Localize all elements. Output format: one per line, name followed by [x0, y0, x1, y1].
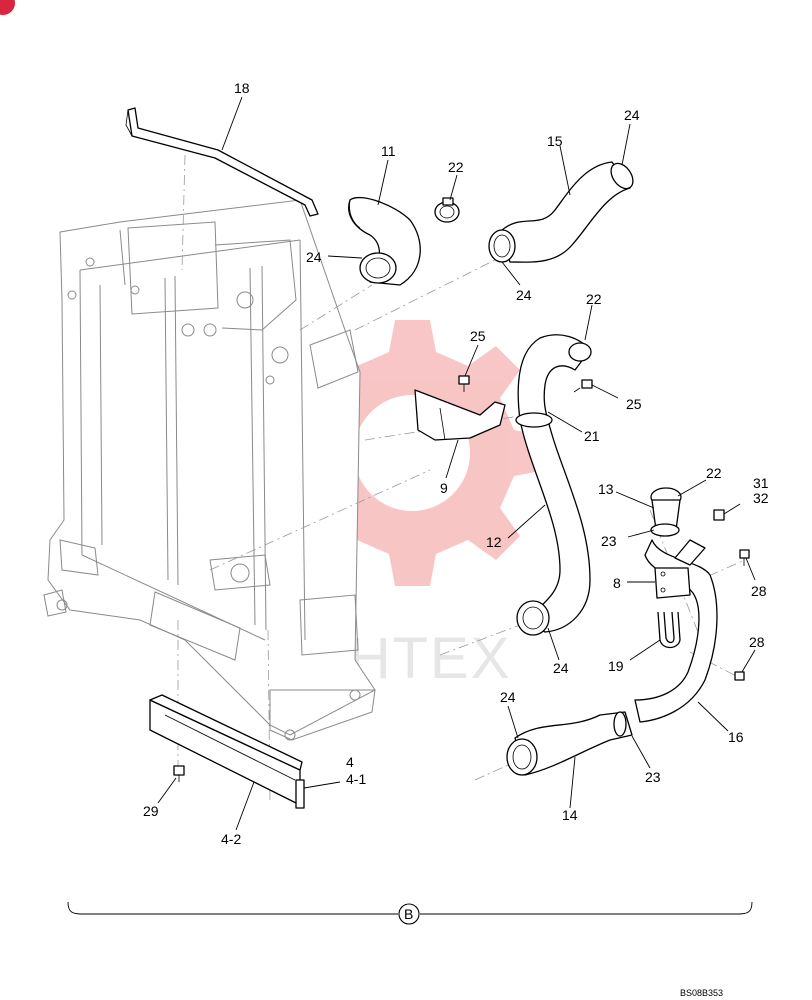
callout-28: 28 — [751, 583, 767, 599]
part-13-filler-neck — [650, 487, 682, 537]
part-14-lower-hose — [506, 711, 633, 776]
callout-16: 16 — [728, 729, 744, 745]
part-4-lower-plate — [149, 694, 305, 809]
section-marker-label: B — [404, 906, 413, 922]
callout-29: 29 — [143, 803, 159, 819]
part-25-bolt-b — [573, 379, 593, 393]
callout-23: 23 — [601, 533, 617, 549]
callout-22: 22 — [706, 465, 722, 481]
callout-4: 4 — [346, 754, 354, 770]
callout-31: 31 — [753, 475, 769, 491]
callout-32: 32 — [753, 490, 769, 506]
callout-18: 18 — [234, 80, 250, 96]
drawing-code: BS08B353 — [680, 988, 723, 998]
callout-14: 14 — [562, 807, 578, 823]
callout-24: 24 — [306, 249, 322, 265]
callout-24: 24 — [516, 287, 532, 303]
corner-badge — [0, 0, 15, 15]
callout-12: 12 — [486, 534, 502, 550]
callout-24: 24 — [500, 689, 516, 705]
callouts: 18 11 22 15 24 24 24 22 25 25 21 9 12 13… — [143, 80, 769, 847]
radiator-assembly — [43, 199, 376, 741]
callout-13: 13 — [598, 481, 614, 497]
callout-25: 25 — [626, 396, 642, 412]
callout-11: 11 — [381, 143, 396, 159]
callout-22: 22 — [586, 291, 602, 307]
callout-24: 24 — [553, 660, 569, 676]
callout-22: 22 — [448, 159, 464, 175]
part-15-s-hose — [488, 161, 634, 263]
part-18-rod — [125, 107, 319, 217]
callout-9: 9 — [440, 480, 448, 496]
callout-21: 21 — [584, 428, 600, 444]
callout-8: 8 — [613, 575, 621, 591]
part-19-u-bolt — [657, 611, 681, 649]
section-marker-circle — [398, 903, 420, 925]
callout-15: 15 — [547, 133, 563, 149]
callout-19: 19 — [608, 658, 624, 674]
part-31-fitting — [713, 509, 725, 521]
part-9-bracket — [414, 389, 506, 441]
part-28-bolt-a — [739, 549, 750, 566]
part-12-long-hose — [515, 334, 592, 636]
callout-28: 28 — [749, 634, 765, 650]
callout-4-2: 4-2 — [221, 831, 241, 847]
callout-23: 23 — [645, 769, 661, 785]
part-25-bolt-a — [458, 375, 470, 392]
callout-24: 24 — [624, 107, 640, 123]
part-8-bracket — [654, 567, 691, 599]
part-22-clamp-top — [434, 197, 460, 223]
callout-4-1: 4-1 — [346, 771, 366, 787]
part-29-bolt — [173, 765, 185, 782]
part-16-pipe — [634, 539, 718, 723]
callout-25: 25 — [470, 328, 486, 344]
section-bracket: B — [67, 901, 753, 925]
part-11-elbow-hose — [348, 196, 421, 286]
leader-lines — [157, 96, 756, 831]
part-28-bolt-b — [734, 671, 745, 681]
